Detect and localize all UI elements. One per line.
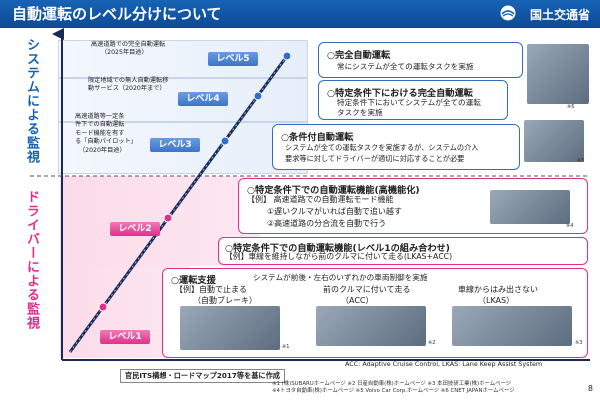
card-level-5-heading: ○完全自動運転 — [327, 50, 391, 61]
card-level-1-desc: システムが前後・左右のいずれかの車両制御を実施 — [253, 273, 428, 282]
card-level-4-body-2: タスクを実施 — [337, 108, 383, 117]
photo-level-3 — [524, 120, 584, 162]
title-bar — [0, 0, 600, 28]
axis-label-system: システムによる監視 — [24, 38, 39, 164]
note-level-3-line: （2020年目途） — [79, 146, 126, 154]
image-credit-line: ※4トヨタ自動車(株)ホームページ ※5 Volvo Car Corp.ホームペ… — [272, 388, 515, 394]
card-level-1-ex2-b: （ACC） — [341, 296, 374, 305]
card-level-4-body-1: 特定条件下においてシステムが全ての運転 — [337, 98, 481, 107]
note-level-3-line: 件下での自動運転 — [75, 121, 125, 129]
page-title: 自動運転のレベル分けについて — [12, 5, 222, 23]
card-level-3-body-1: システムが全ての運転タスクを実施するが、システムの介入 — [285, 143, 479, 152]
image-credits: ※1 (株)SUBARUホームページ ※2 日産自動車(株)ホームページ ※3 … — [272, 381, 515, 395]
page-number: 8 — [587, 384, 593, 393]
card-level-1-ex3-b: （LKAS） — [478, 296, 515, 305]
card-level-2-advanced: ○特定条件下での自動運転機能(高機能化) 【例】 高速道路での自動運転モード機能… — [238, 178, 588, 234]
marker-level-1 — [98, 302, 108, 312]
card-level-2-advanced-item-1: ①遅いクルマがいれば自動で追い越す — [267, 207, 402, 216]
photo-ref: ※2 — [428, 340, 436, 346]
card-level-2-combined-body: 【例】車線を維持しながら前のクルマに付いて走る(LKAS+ACC) — [225, 252, 453, 261]
note-level-4-line: 限定地域での無人自動運転移 — [88, 77, 169, 84]
note-level-4: 限定地域での無人自動運転移 動サービス（2020年まで） — [88, 77, 168, 94]
card-level-4: ○特定条件下における完全自動運転 特定条件下においてシステムが全ての運転 タスク… — [318, 80, 508, 120]
note-level-5-line: （2025年目途） — [101, 49, 148, 57]
marker-level-5 — [282, 51, 292, 61]
card-level-3-body-2: 要求等に対してドライバーが適切に対応することが必要 — [285, 154, 465, 163]
card-level-1-ex1-b: （自動ブレーキ） — [193, 296, 257, 305]
photo-level-1-lkas — [452, 306, 572, 346]
card-level-1-heading: ○運転支援 — [171, 275, 216, 286]
note-level-4-line: 動サービス（2020年まで） — [88, 85, 166, 93]
card-level-2-combined-heading: ○特定条件下での自動運転機能(レベル1の組み合わせ) — [225, 243, 450, 254]
level-3-label: レベル3 — [150, 138, 200, 152]
card-level-2-advanced-heading: ○特定条件下での自動運転機能(高機能化) — [247, 185, 420, 196]
card-level-5: ○完全自動運転 常にシステムが全ての運転タスクを実施 — [318, 42, 523, 78]
marker-level-4 — [253, 91, 263, 101]
ministry-name: 国土交通省 — [529, 8, 590, 22]
card-level-2-combined: ○特定条件下での自動運転機能(レベル1の組み合わせ) 【例】車線を維持しながら前… — [218, 237, 588, 265]
photo-level-5 — [527, 44, 589, 104]
marker-level-3 — [220, 136, 230, 146]
card-level-5-body: 常にシステムが全ての運転タスクを実施 — [337, 62, 474, 71]
card-level-2-advanced-example: 【例】 高速道路での自動運転モード機能 — [247, 195, 394, 204]
acronym-note: ACC: Adaptive Cruise Control, LKAS: Lane… — [345, 360, 543, 368]
card-level-3-heading: ○条件付自動運転 — [281, 132, 354, 143]
note-level-3-line: モード機能を有す — [75, 129, 125, 137]
card-level-2-advanced-item-2: ②高速道路の分合流を自動で行う — [267, 219, 387, 228]
level-2-label: レベル2 — [110, 222, 160, 236]
source-note: 官民ITS構想・ロードマップ2017等を基に作成 — [120, 369, 285, 383]
photo-ref: ※5 — [577, 158, 585, 164]
note-level-5-line: 高速道路での完全自動運転 — [91, 41, 166, 48]
note-level-3-line: 高速道路等一定条 — [75, 113, 125, 120]
ministry-logo-icon — [500, 5, 516, 21]
note-level-5: 高速道路での完全自動運転 （2025年目途） — [91, 41, 165, 58]
level-diagonal-highlight — [69, 55, 288, 353]
photo-level-2 — [490, 190, 570, 224]
photo-ref: ※4 — [566, 223, 574, 229]
photo-ref: ※3 — [575, 340, 583, 346]
axis-label-driver: ドライバーによる監視 — [24, 190, 39, 330]
card-level-4-heading: ○特定条件下における完全自動運転 — [327, 88, 473, 99]
card-level-3: ○条件付自動運転 システムが全ての運転タスクを実施するが、システムの介入 要求等… — [272, 124, 520, 170]
note-level-3-line: る「自動パイロット」 — [75, 138, 137, 146]
image-credit-line: ※1 (株)SUBARUホームページ ※2 日産自動車(株)ホームページ ※3 … — [272, 381, 512, 387]
card-level-1-ex3-a: 車線からはみ出さない — [458, 285, 538, 294]
level-1-label: レベル1 — [100, 330, 150, 344]
photo-level-1-brake — [180, 306, 280, 350]
level-4-label: レベル4 — [178, 92, 228, 106]
card-level-1-ex2-a: 前のクルマに付いて走る — [323, 285, 411, 294]
card-level-1-ex1-a: 【例】自動で止まる — [175, 285, 247, 294]
photo-ref: ※1 — [282, 344, 290, 350]
note-level-3: 高速道路等一定条 件下での自動運転 モード機能を有す る「自動パイロット」 （2… — [75, 113, 137, 155]
level-5-label: レベル5 — [208, 52, 258, 66]
photo-level-1-acc — [316, 306, 426, 346]
stair-level-5 — [58, 40, 308, 78]
photo-ref: ※6 — [567, 104, 575, 110]
marker-level-2 — [163, 213, 173, 223]
